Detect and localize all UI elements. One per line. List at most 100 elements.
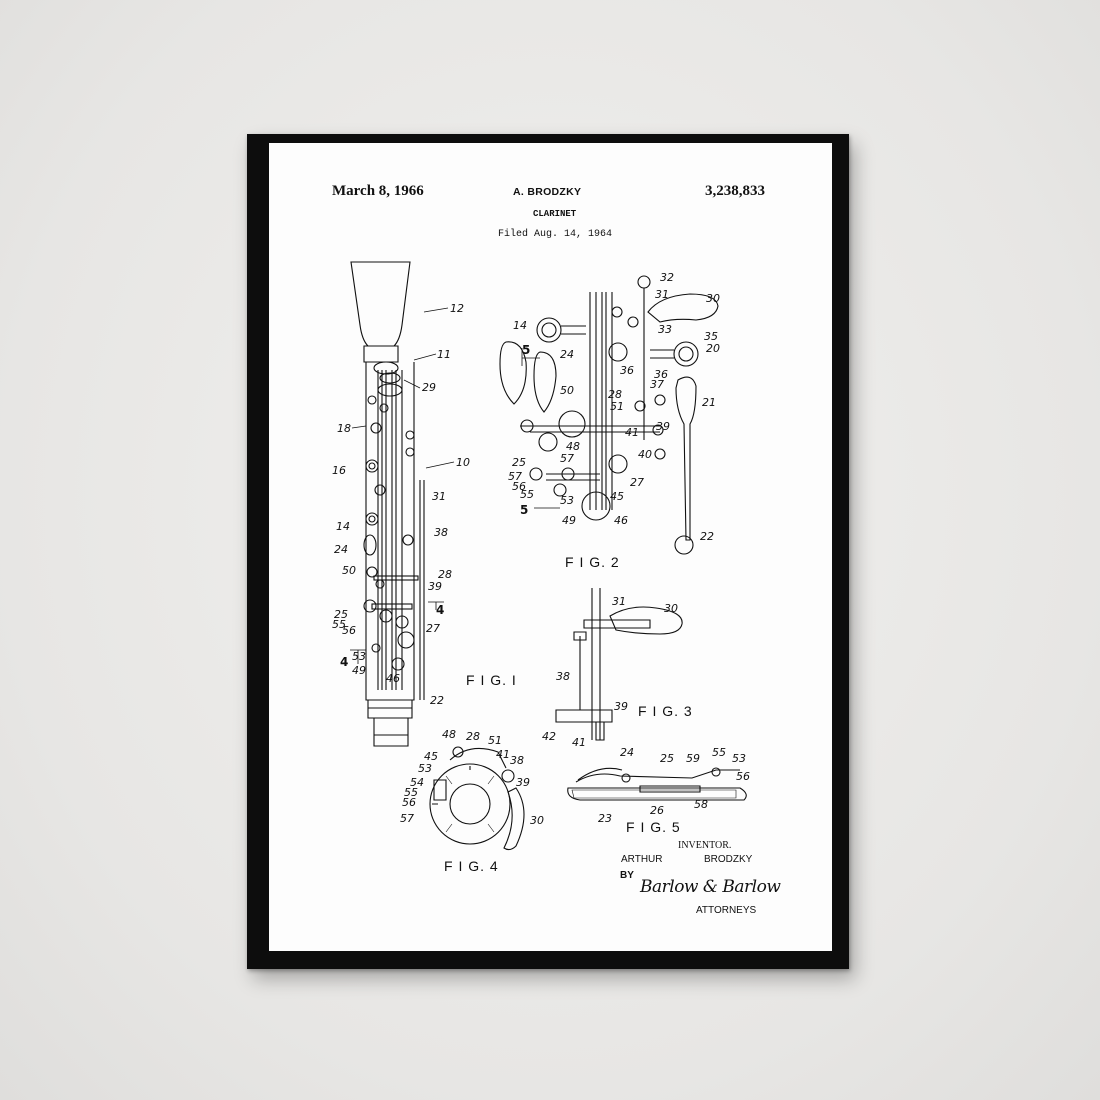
svg-text:39: 39 [656, 420, 670, 433]
svg-text:56: 56 [736, 770, 750, 783]
svg-text:30: 30 [706, 292, 720, 305]
svg-text:38: 38 [434, 526, 448, 539]
inventor-label: INVENTOR. [678, 840, 732, 851]
svg-text:51: 51 [610, 400, 624, 413]
inventor-first-name: ARTHUR [621, 854, 663, 865]
svg-text:5: 5 [520, 503, 528, 517]
svg-text:55: 55 [404, 786, 418, 799]
svg-text:46: 46 [386, 672, 400, 685]
svg-text:53: 53 [418, 762, 432, 775]
fig1-reference-numerals: 12 11 29 18 10 16 31 14 38 24 50 28 39 2… [332, 302, 470, 707]
svg-text:36: 36 [654, 368, 668, 381]
svg-text:45: 45 [610, 490, 624, 503]
svg-text:40: 40 [638, 448, 652, 461]
svg-text:25: 25 [512, 456, 526, 469]
svg-text:24: 24 [620, 746, 634, 759]
svg-text:11: 11 [437, 348, 451, 361]
svg-text:14: 14 [336, 520, 350, 533]
svg-text:53: 53 [352, 650, 366, 663]
svg-text:35: 35 [704, 330, 718, 343]
svg-text:55: 55 [712, 746, 726, 759]
fig1-leader-lines [350, 307, 455, 664]
svg-text:48: 48 [442, 728, 456, 741]
svg-text:10: 10 [456, 456, 470, 469]
svg-text:58: 58 [694, 798, 708, 811]
fig3-reference-numerals: 31 30 38 39 42 41 [542, 595, 678, 749]
fig3-caption: F I G. 3 [638, 703, 693, 719]
svg-text:26: 26 [650, 804, 664, 817]
svg-text:33: 33 [658, 323, 672, 336]
svg-text:16: 16 [332, 464, 346, 477]
patent-number: 3,238,833 [705, 183, 765, 199]
svg-text:50: 50 [342, 564, 356, 577]
filed-date: Filed Aug. 14, 1964 [498, 229, 613, 240]
inventor-last-name: BRODZKY [704, 854, 753, 865]
svg-text:41: 41 [572, 736, 586, 749]
svg-text:56: 56 [512, 480, 526, 493]
svg-text:18: 18 [337, 422, 351, 435]
svg-text:51: 51 [488, 734, 502, 747]
svg-text:28: 28 [438, 568, 452, 581]
svg-text:30: 30 [530, 814, 544, 827]
svg-text:12: 12 [450, 302, 464, 315]
svg-text:48: 48 [566, 440, 580, 453]
inventor-header: A. BRODZKY [513, 186, 582, 198]
svg-text:20: 20 [706, 342, 720, 355]
svg-text:42: 42 [542, 730, 556, 743]
svg-text:53: 53 [732, 752, 746, 765]
fig1-caption: F I G. I [466, 672, 517, 688]
attorneys-label: ATTORNEYS [696, 905, 757, 916]
svg-text:38: 38 [556, 670, 570, 683]
svg-text:45: 45 [424, 750, 438, 763]
svg-text:5: 5 [522, 343, 530, 357]
fig5-reference-numerals: 24 25 59 55 53 56 23 26 58 [598, 746, 750, 825]
attorney-signature: Barlow & Barlow [640, 877, 781, 897]
svg-text:56: 56 [342, 624, 356, 637]
svg-text:57: 57 [560, 452, 574, 465]
svg-text:24: 24 [334, 543, 348, 556]
svg-text:38: 38 [510, 754, 524, 767]
svg-text:37: 37 [650, 378, 664, 391]
svg-text:25: 25 [660, 752, 674, 765]
svg-text:39: 39 [516, 776, 530, 789]
svg-text:55: 55 [332, 618, 346, 631]
svg-text:30: 30 [664, 602, 678, 615]
fig2-reference-numerals: 32 31 30 14 33 35 20 24 36 36 37 50 28 2… [508, 271, 720, 543]
svg-text:41: 41 [625, 426, 639, 439]
svg-text:54: 54 [410, 776, 424, 789]
svg-text:59: 59 [686, 752, 700, 765]
svg-text:57: 57 [400, 812, 414, 825]
svg-text:36: 36 [620, 364, 634, 377]
svg-text:55: 55 [520, 488, 534, 501]
svg-text:29: 29 [422, 381, 436, 394]
svg-text:56: 56 [402, 796, 416, 809]
fig5-drawing [567, 767, 747, 801]
patent-print [269, 143, 832, 951]
fig3-drawing [555, 588, 683, 741]
svg-text:4: 4 [436, 603, 444, 617]
svg-text:31: 31 [655, 288, 669, 301]
svg-text:31: 31 [432, 490, 446, 503]
svg-text:31: 31 [612, 595, 626, 608]
svg-text:22: 22 [430, 694, 444, 707]
svg-text:24: 24 [560, 348, 574, 361]
svg-text:27: 27 [426, 622, 440, 635]
svg-text:57: 57 [508, 470, 522, 483]
svg-text:28: 28 [466, 730, 480, 743]
fig4-reference-numerals: 48 28 51 45 41 38 53 39 54 55 56 57 30 [400, 728, 544, 827]
svg-text:41: 41 [496, 748, 510, 761]
fig5-caption: F I G. 5 [626, 819, 681, 835]
fig2-caption: F I G. 2 [565, 554, 620, 570]
svg-text:28: 28 [608, 388, 622, 401]
patent-date: March 8, 1966 [332, 183, 424, 199]
svg-text:39: 39 [614, 700, 628, 713]
fig4-drawing [429, 746, 525, 851]
svg-text:50: 50 [560, 384, 574, 397]
svg-text:4: 4 [340, 655, 348, 669]
svg-text:49: 49 [352, 664, 366, 677]
svg-text:14: 14 [513, 319, 527, 332]
patent-title: CLARINET [533, 209, 577, 219]
fig1-clarinet-drawing [350, 261, 425, 747]
svg-text:32: 32 [660, 271, 674, 284]
